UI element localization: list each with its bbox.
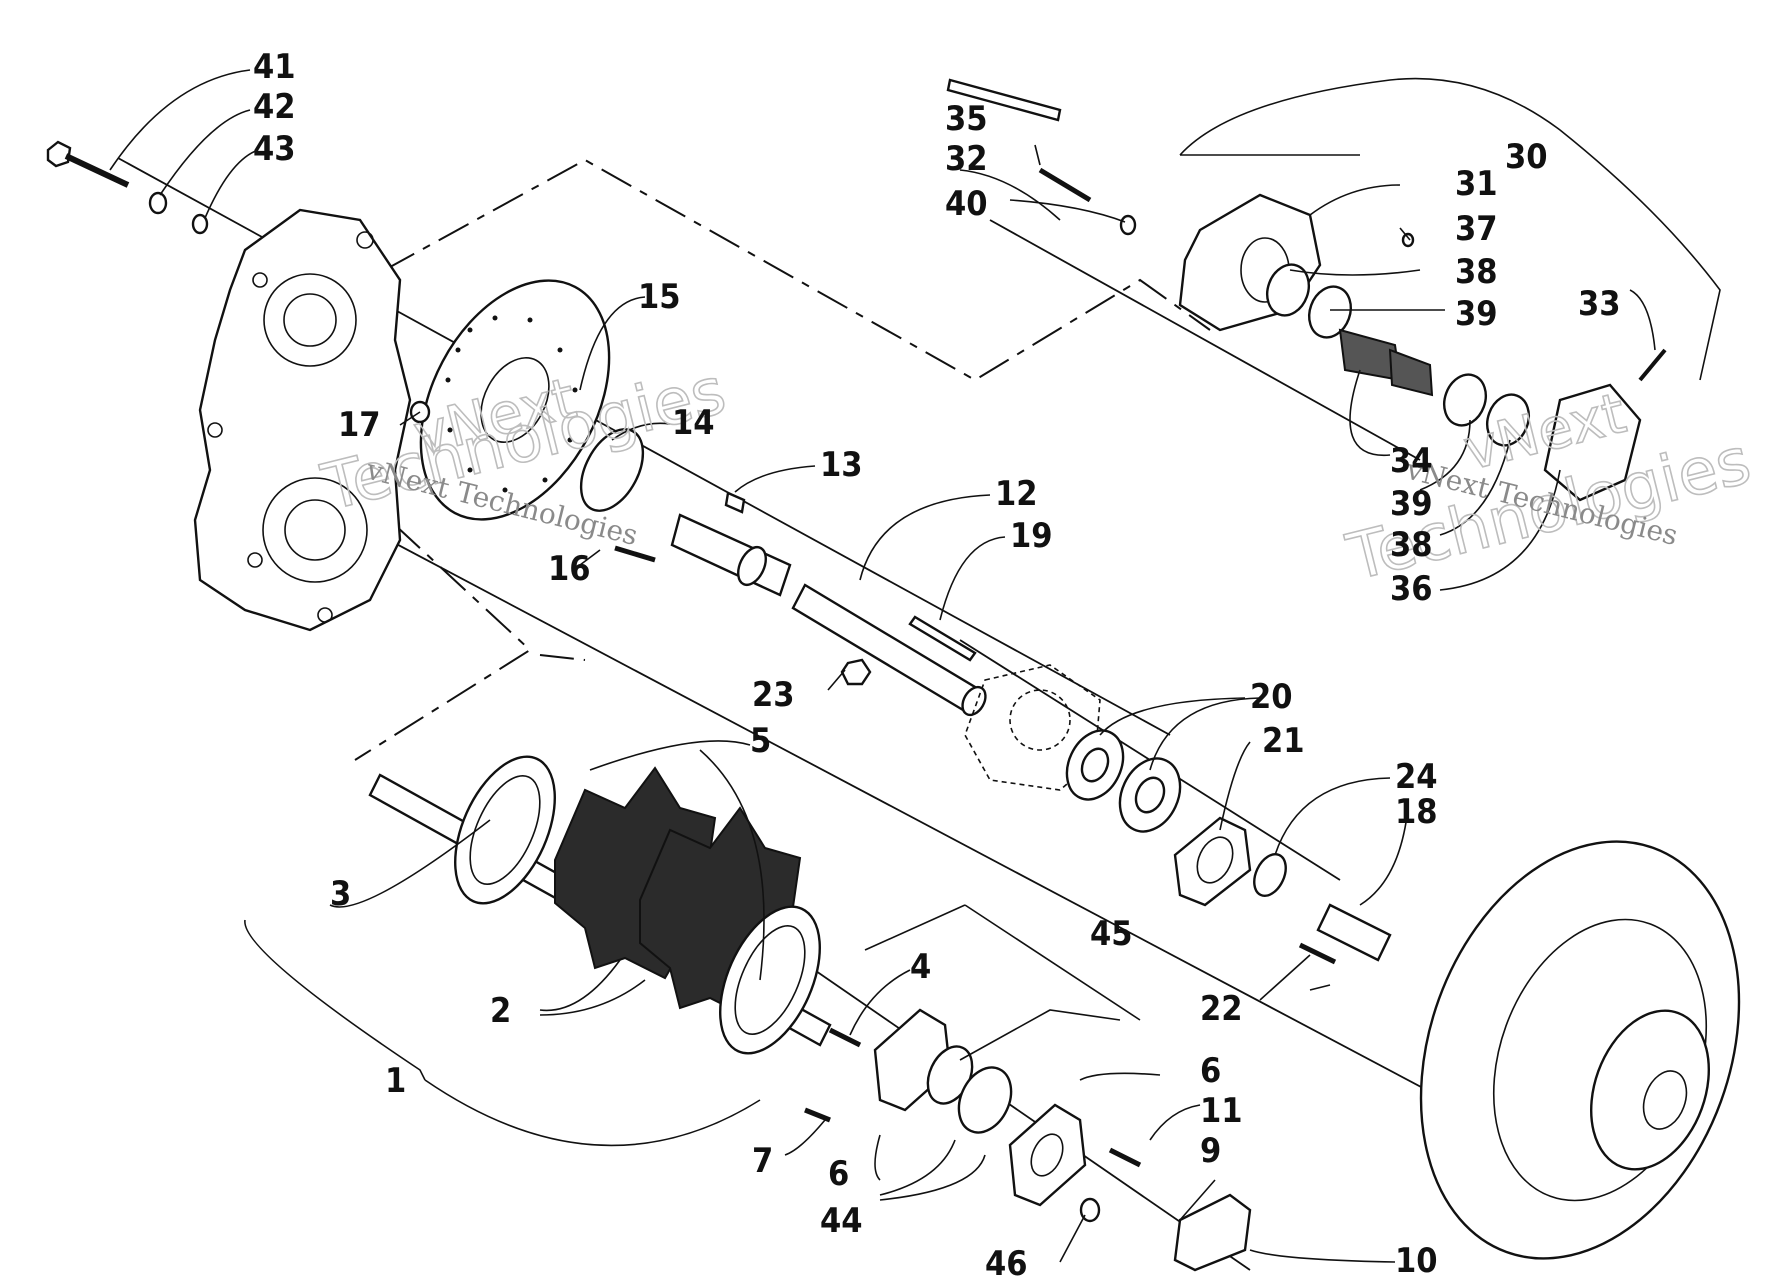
brake-disc	[419, 279, 611, 521]
label-13: 13	[820, 445, 863, 485]
drive-sleeve	[791, 583, 987, 717]
brake-hub-parts	[409, 400, 746, 563]
bolt-and-washers	[46, 140, 209, 235]
label-12: 12	[995, 474, 1038, 514]
label-18: 18	[1395, 792, 1438, 832]
chaincase-housing	[193, 208, 412, 632]
label-6b: 6	[828, 1154, 849, 1194]
label-1: 1	[385, 1061, 406, 1101]
label-2: 2	[490, 991, 511, 1031]
caliper-assembly	[946, 78, 1667, 502]
label-19: 19	[1010, 516, 1053, 556]
label-38a: 38	[1455, 252, 1498, 292]
label-36b: 36	[1390, 569, 1433, 609]
label-4: 4	[910, 947, 931, 987]
label-40: 40	[945, 184, 988, 224]
label-34: 34	[1390, 441, 1433, 481]
label-37: 37	[1455, 209, 1498, 249]
assembly-lines	[117, 157, 1541, 1271]
label-24: 24	[1395, 757, 1438, 797]
label-44b: 44	[820, 1201, 863, 1241]
splined-shaft	[670, 513, 792, 597]
label-32: 32	[945, 139, 988, 179]
label-39b: 39	[1390, 484, 1433, 524]
label-38b: 38	[1390, 525, 1433, 565]
label-7b: 7	[752, 1141, 773, 1181]
label-20: 20	[1250, 677, 1293, 717]
label-39ab: 39	[1455, 294, 1498, 334]
label-31: 31	[1455, 164, 1498, 204]
nut	[840, 658, 872, 686]
flange-bearings	[804, 1008, 1252, 1272]
label-16: 16	[548, 549, 591, 589]
label-9: 9	[1200, 1131, 1221, 1171]
driven-pulley	[1419, 840, 1741, 1260]
label-21: 21	[1262, 721, 1305, 761]
label-46b: 46	[985, 1244, 1028, 1280]
label-10: 10	[1395, 1241, 1438, 1280]
part-labels: 41 42 43 15 17 14 13 16 12 19 23 20 21 2…	[253, 47, 1621, 1280]
label-43: 43	[253, 129, 296, 169]
label-45: 45	[1090, 914, 1133, 954]
label-23: 23	[752, 675, 795, 715]
label-5: 5	[750, 721, 771, 761]
label-14: 14	[672, 403, 715, 443]
driveshaft-assembly	[368, 755, 832, 1055]
label-22: 22	[1200, 989, 1243, 1029]
label-33: 33	[1578, 284, 1621, 324]
label-42: 42	[253, 87, 296, 127]
label-3: 3	[330, 874, 351, 914]
label-30: 30	[1505, 137, 1548, 177]
bearings-group	[1065, 729, 1392, 965]
label-15: 15	[638, 277, 681, 317]
label-6a: 6	[1200, 1051, 1221, 1091]
label-17: 17	[338, 405, 381, 445]
label-35: 35	[945, 99, 988, 139]
leader-lines	[109, 69, 1721, 1263]
label-11: 11	[1200, 1091, 1243, 1131]
label-41: 41	[253, 47, 296, 87]
